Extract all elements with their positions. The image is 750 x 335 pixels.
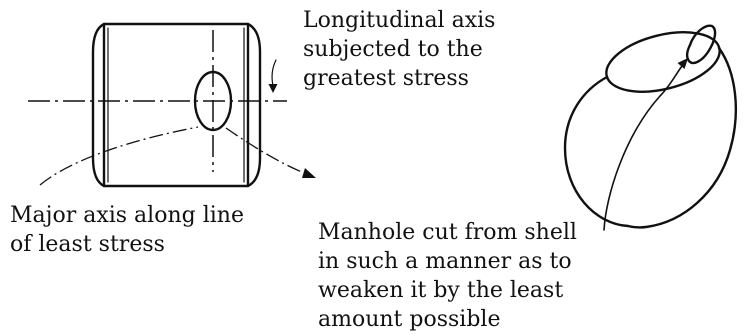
shell-left-flange bbox=[91, 22, 106, 188]
manhole-leader-arrowhead bbox=[302, 168, 316, 178]
longitudinal-axis-label-line-3: greatest stress bbox=[303, 66, 469, 91]
shell-side-view bbox=[91, 22, 262, 188]
manhole-opening bbox=[193, 70, 233, 132]
longitudinal-axis-label: Longitudinal axis subjected to the great… bbox=[303, 6, 495, 93]
major-axis-label-line-2: of least stress bbox=[10, 232, 165, 257]
shell-body bbox=[102, 22, 250, 188]
drum-manhole-leader-arrowhead bbox=[677, 58, 688, 69]
drum-right-outline bbox=[626, 46, 738, 229]
longitudinal-leader-arrowhead bbox=[268, 84, 278, 93]
longitudinal-axis-label-line-1: Longitudinal axis bbox=[303, 8, 496, 33]
manhole-label-line-1: Manhole cut from shell bbox=[318, 220, 577, 245]
manhole-label-line-2: in such a manner as to bbox=[318, 249, 572, 274]
drum-left-outline bbox=[563, 75, 630, 228]
major-axis-leader bbox=[39, 126, 199, 186]
major-axis-label: Major axis along line of least stress bbox=[10, 201, 244, 259]
manhole-leader bbox=[225, 127, 305, 174]
major-axis-label-line-1: Major axis along line bbox=[10, 203, 244, 228]
manhole-label: Manhole cut from shell in such a manner … bbox=[318, 218, 577, 334]
shell-isometric-view bbox=[563, 24, 738, 231]
manhole-label-line-4: amount possible bbox=[318, 307, 501, 332]
manhole-label-line-3: weaken it by the least bbox=[318, 278, 564, 303]
longitudinal-leader bbox=[271, 59, 277, 87]
drum-manhole-slot bbox=[686, 24, 717, 65]
shell-right-flange bbox=[246, 22, 262, 188]
drum-manhole-leader bbox=[603, 65, 683, 231]
longitudinal-axis-label-line-2: subjected to the bbox=[303, 37, 483, 62]
drum-end-ellipse bbox=[605, 31, 721, 93]
